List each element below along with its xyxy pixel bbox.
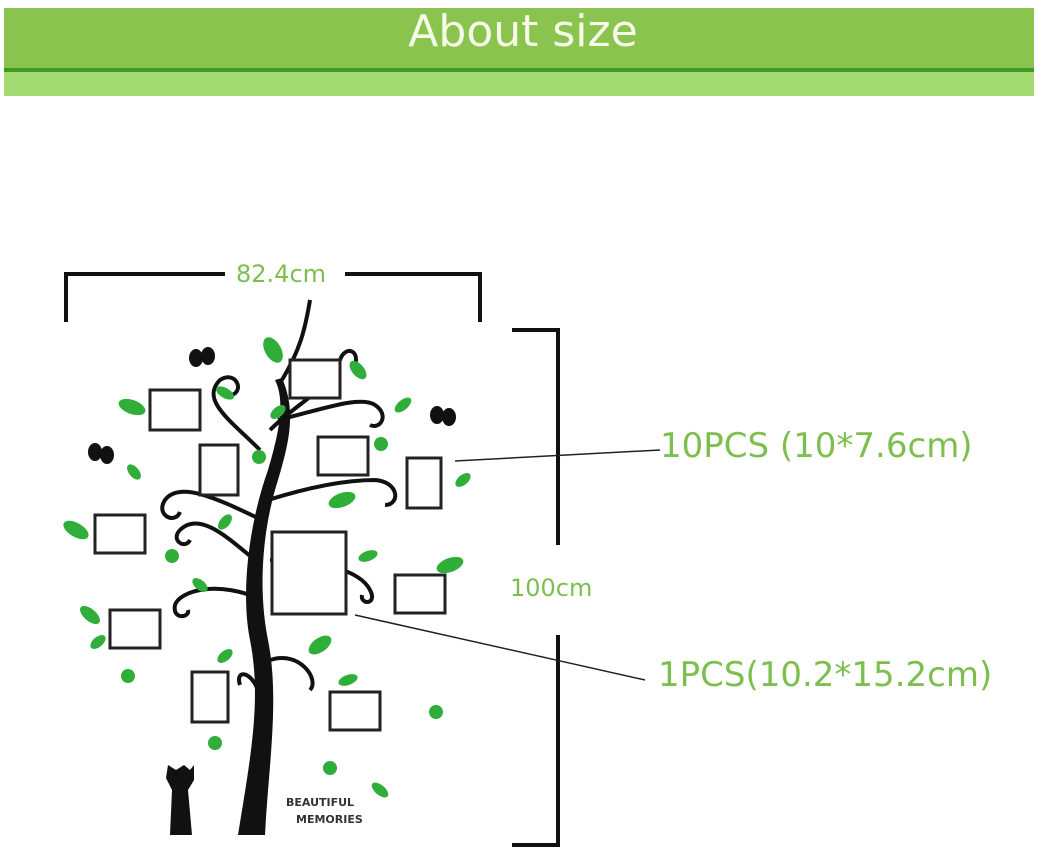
header-underband [4, 72, 1034, 96]
photo-frame [393, 573, 447, 615]
flowers [121, 437, 443, 775]
callout-line-small [454, 449, 661, 462]
photo-frame [148, 388, 202, 432]
tree-trunk [238, 378, 291, 835]
leaves [63, 337, 471, 798]
photo-frame [93, 513, 147, 555]
height-label: 100cm [510, 574, 593, 602]
header-divider [4, 68, 1034, 72]
photo-frame [316, 435, 370, 477]
small-frames-label: 10PCS (10*7.6cm) [660, 426, 973, 466]
height-bracket-top [512, 328, 560, 545]
photo-frame [190, 670, 230, 724]
photo-frame [198, 443, 240, 497]
photo-frame [108, 608, 162, 650]
caption-beautiful: BEAUTIFUL [286, 796, 354, 809]
photo-frames [93, 358, 447, 732]
photo-frame [288, 358, 342, 400]
width-label: 82.4cm [232, 260, 331, 288]
header-band [4, 8, 1034, 70]
photo-frame-large [270, 530, 348, 616]
width-bracket [64, 272, 482, 322]
large-frame-label: 1PCS(10.2*15.2cm) [658, 655, 993, 695]
cat-silhouette [166, 765, 194, 835]
photo-frame [328, 690, 382, 732]
caption-memories: MEMORIES [296, 813, 363, 826]
height-bracket-bottom [512, 635, 560, 847]
butterflies [88, 347, 456, 464]
callout-line-large [354, 614, 646, 681]
page-title: About size [408, 6, 638, 57]
tree-branches [160, 299, 398, 692]
photo-frame [405, 456, 443, 510]
